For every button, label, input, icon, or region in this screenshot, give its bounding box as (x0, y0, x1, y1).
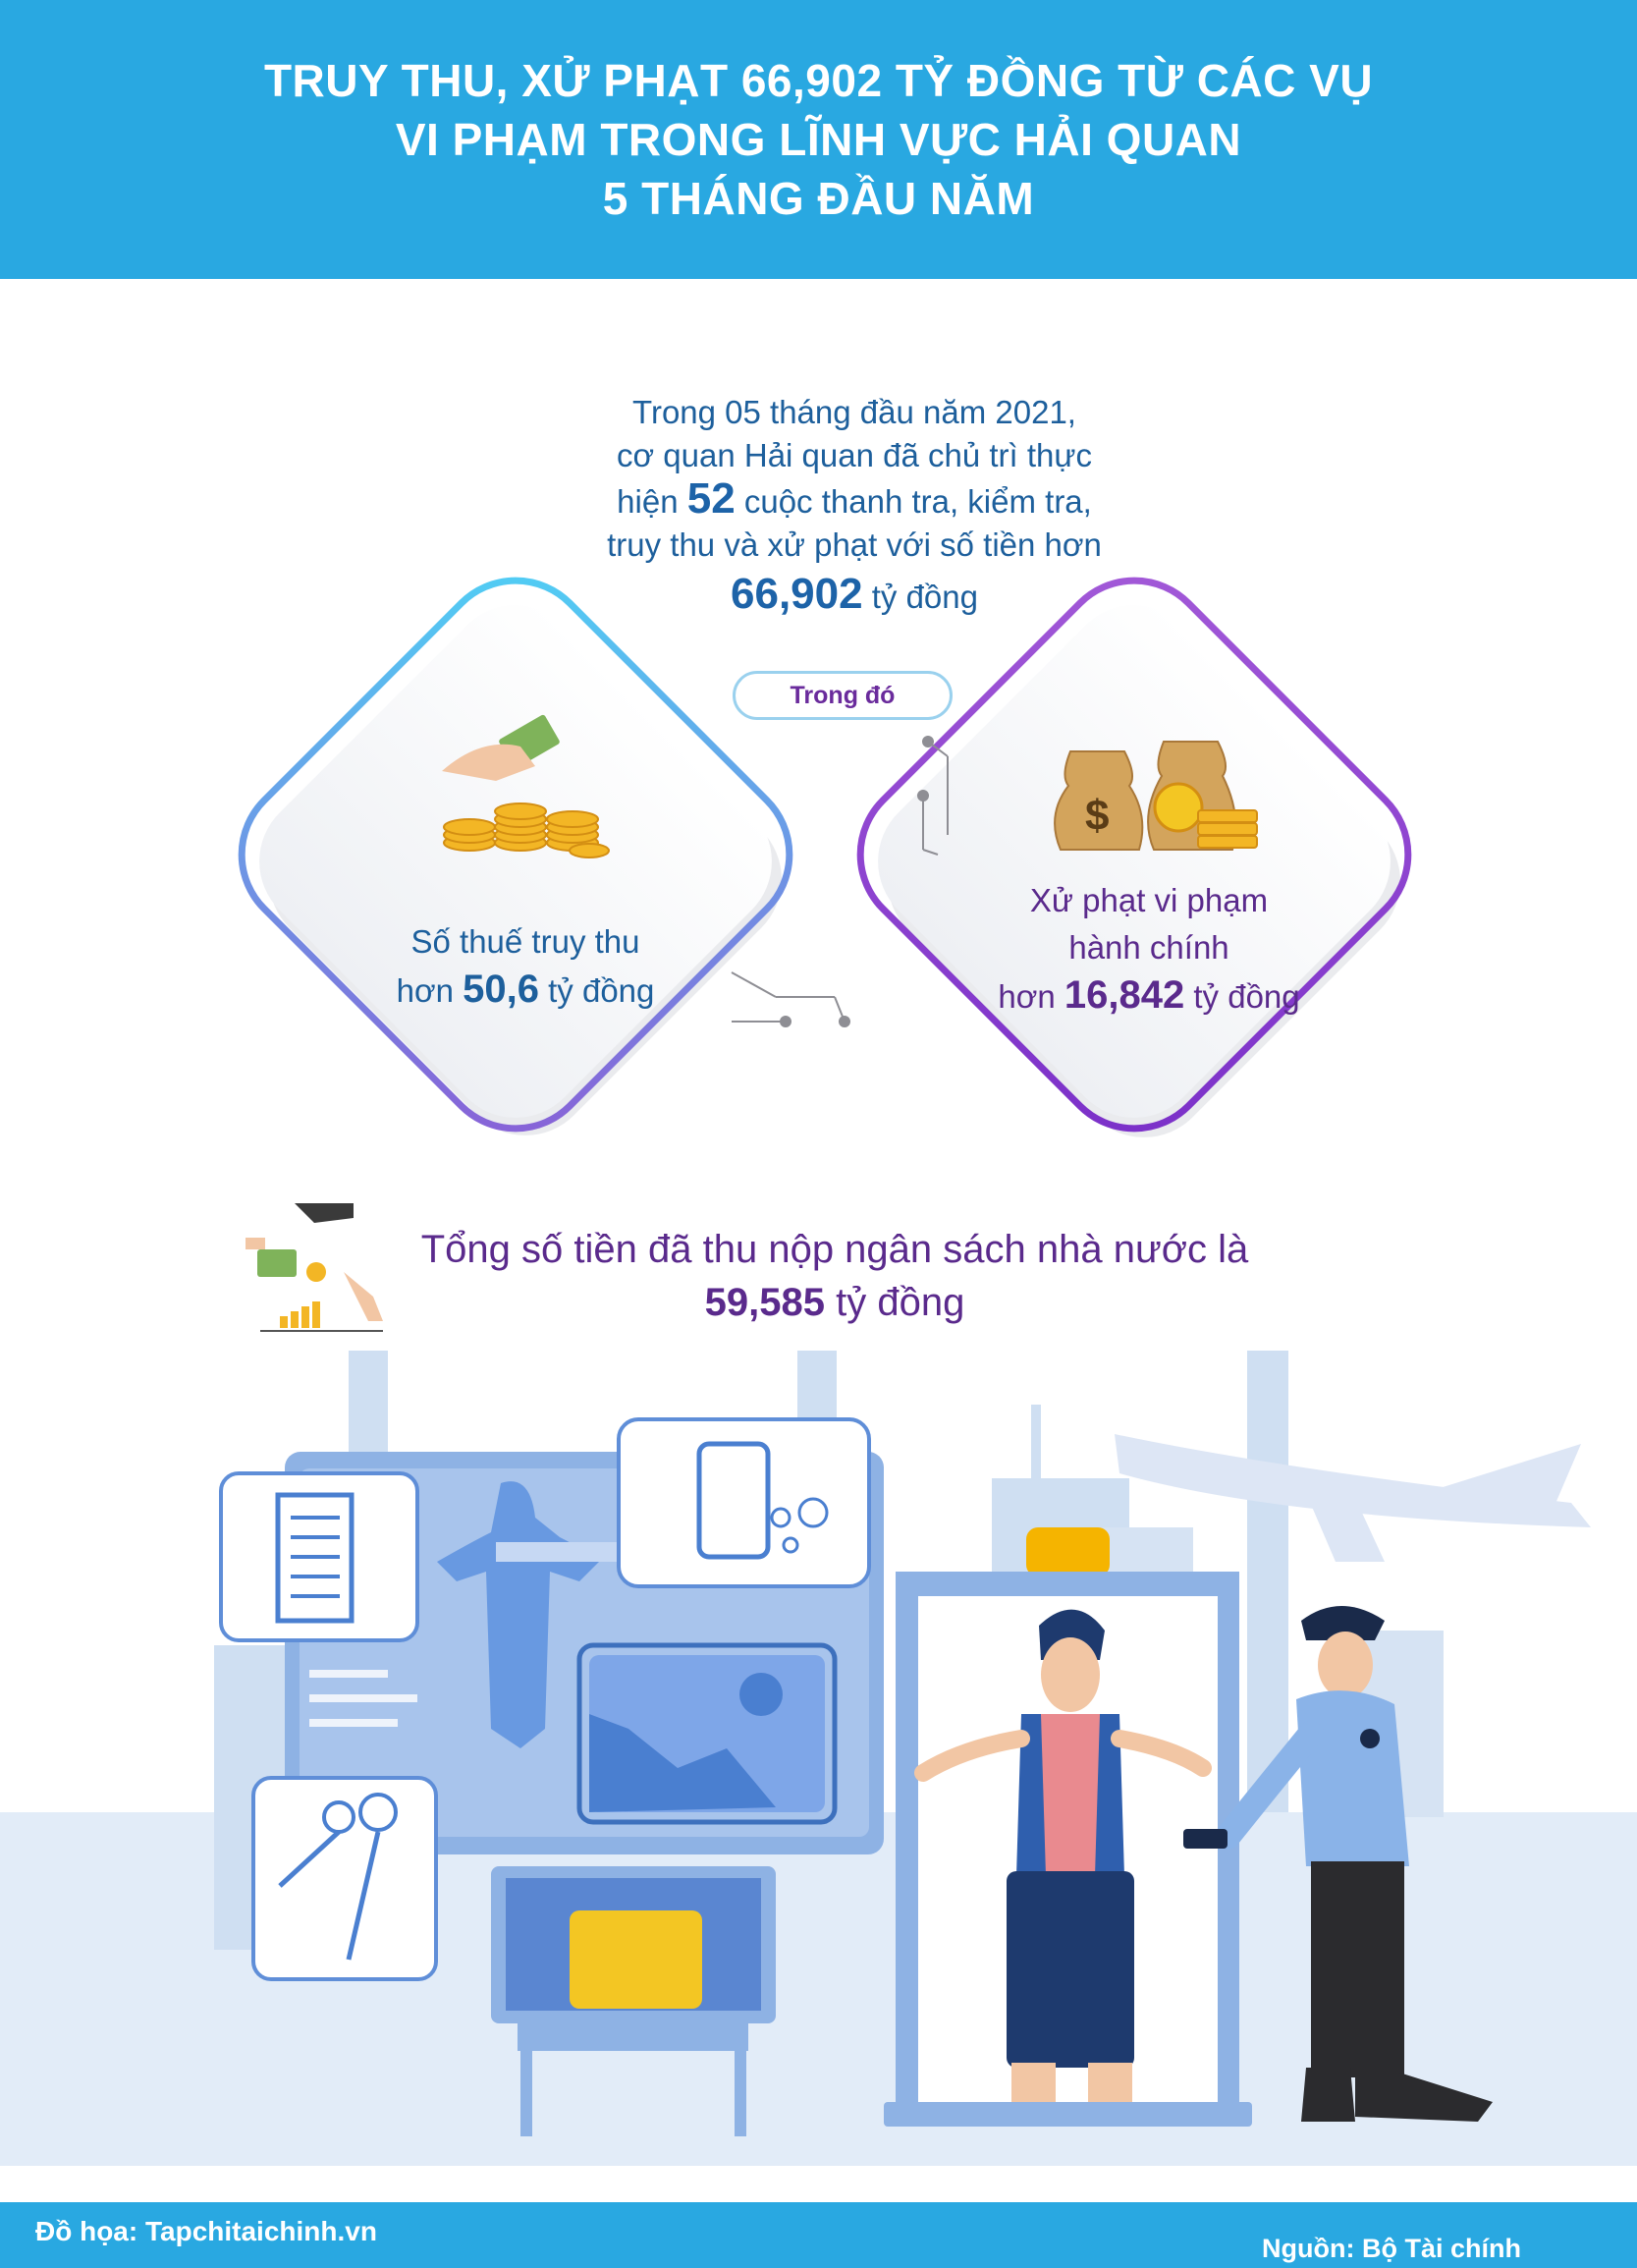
card-left-text: Số thuế truy thu hơn 50,6 tỷ đồng (329, 918, 722, 1015)
card-right-text: Xử phạt vi phạm hành chính hơn 16,842 tỷ… (953, 877, 1345, 1021)
header-banner: TRUY THU, XỬ PHẠT 66,902 TỶ ĐỒNG TỪ CÁC … (0, 0, 1637, 279)
card-left-line-2: hơn 50,6 tỷ đồng (396, 968, 655, 1011)
total-line-2: 59,585 tỷ đồng (704, 1281, 965, 1324)
penalty-number: 16,842 (1064, 973, 1185, 1017)
footer-credit: Đồ họa: Tapchitaichinh.vn (35, 2216, 377, 2246)
passenger-figure (914, 1609, 1212, 2102)
intro-line-3: hiện 52 cuộc thanh tra, kiểm tra, (617, 474, 1092, 523)
intro-line-1: Trong 05 tháng đầu năm 2021, (632, 394, 1076, 430)
footer-source: Nguồn: Bộ Tài chính (1262, 2234, 1521, 2263)
footer-bar: Đồ họa: Tapchitaichinh.vn Nguồn: Bộ Tài … (0, 2202, 1637, 2268)
title-line-2: VI PHẠM TRONG LĨNH VỰC HẢI QUAN (395, 114, 1242, 165)
intro-total: 66,902 tỷ đồng (731, 570, 978, 618)
total-line-1: Tổng số tiền đã thu nộp ngân sách nhà nư… (420, 1228, 1249, 1271)
coins-hand-icon (442, 714, 610, 858)
card-right-line-3: hơn 16,842 tỷ đồng (998, 973, 1300, 1017)
intro-paragraph: Trong 05 tháng đầu năm 2021, cơ quan Hải… (511, 391, 1198, 625)
money-bags-icon: $ (1054, 741, 1258, 851)
intro-line-2: cơ quan Hải quan đã chủ trì thực (616, 437, 1092, 473)
card-right-line-2: hành chính (1068, 929, 1229, 966)
circuit-lines (731, 736, 949, 1027)
title-line-3: 5 THÁNG ĐẦU NĂM (602, 173, 1035, 224)
document-card-icon (219, 1471, 419, 1642)
inspection-count: 52 (686, 474, 736, 523)
intro-total-number: 66,902 (731, 570, 863, 618)
total-number: 59,585 (704, 1281, 825, 1324)
diamond-right (856, 577, 1412, 1137)
officer-figure (1183, 1606, 1493, 2122)
diamond-left (238, 577, 793, 1135)
phone-card-icon (617, 1417, 871, 1588)
tax-collected-number: 50,6 (463, 968, 539, 1011)
intro-line-4: truy thu và xử phạt với số tiền hơn (607, 526, 1102, 563)
title-line-1: TRUY THU, XỬ PHẠT 66,902 TỶ ĐỒNG TỪ CÁC … (263, 55, 1374, 106)
pill-label: Trong đó (733, 671, 953, 720)
hands-money-icon (246, 1203, 383, 1332)
svg-text:$: $ (1085, 792, 1109, 840)
total-text: Tổng số tiền đã thu nộp ngân sách nhà nư… (393, 1223, 1277, 1329)
card-left-line-1: Số thuế truy thu (410, 923, 640, 960)
card-right-line-1: Xử phạt vi phạm (1029, 882, 1269, 918)
keys-card-icon (251, 1776, 438, 1981)
